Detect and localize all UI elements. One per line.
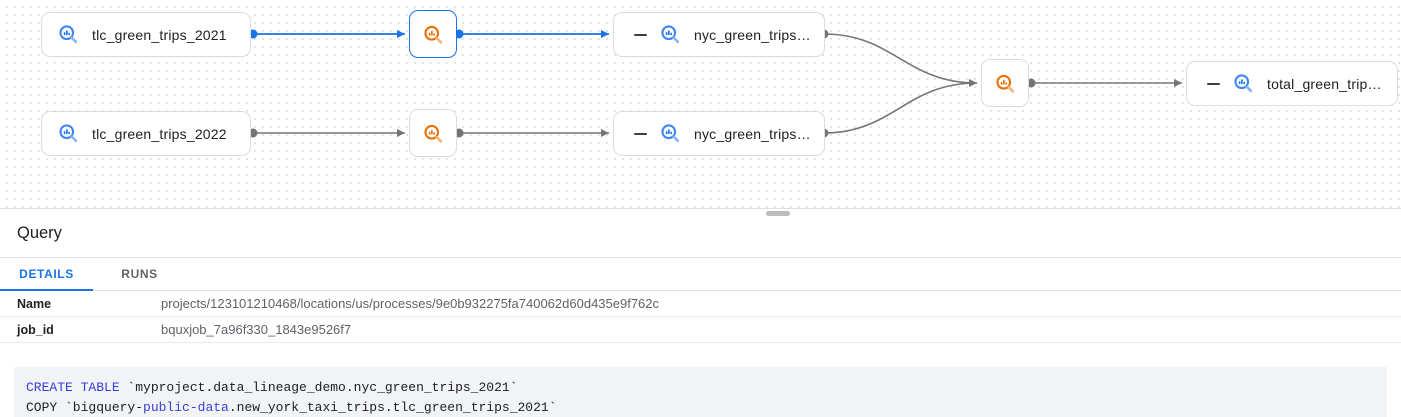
bigquery-table-icon xyxy=(660,123,681,144)
details-table: Name projects/123101210468/locations/us/… xyxy=(0,291,1401,343)
panel-header: Query xyxy=(0,209,1401,258)
node-query-process-selected[interactable] xyxy=(409,10,457,58)
node-tlc-green-trips-2021[interactable]: tlc_green_trips_2021 xyxy=(41,12,251,57)
node-nyc-green-trips-2022[interactable]: nyc_green_trips… xyxy=(613,111,825,156)
node-label: tlc_green_trips_2022 xyxy=(92,125,227,142)
tab-details[interactable]: DETAILS xyxy=(0,258,93,291)
details-panel: Query DETAILS RUNS Name projects/1231012… xyxy=(0,209,1401,417)
detail-value: projects/123101210468/locations/us/proce… xyxy=(161,296,660,311)
table-row-job-id: job_id bquxjob_7a96f330_1843e9526f7 xyxy=(0,317,1401,343)
bigquery-table-icon xyxy=(58,123,79,144)
collapse-minus-icon[interactable] xyxy=(633,27,647,43)
table-row-name: Name projects/123101210468/locations/us/… xyxy=(0,291,1401,317)
query-process-icon xyxy=(995,73,1016,94)
tab-runs[interactable]: RUNS xyxy=(121,267,158,281)
collapse-minus-icon[interactable] xyxy=(1206,76,1220,92)
node-tlc-green-trips-2022[interactable]: tlc_green_trips_2022 xyxy=(41,111,251,156)
bigquery-table-icon xyxy=(1233,73,1254,94)
bigquery-table-icon xyxy=(660,24,681,45)
panel-resize-handle[interactable] xyxy=(766,211,790,216)
node-label: total_green_trip… xyxy=(1267,75,1382,92)
detail-label: Name xyxy=(17,296,52,311)
node-query-process-2[interactable] xyxy=(409,109,457,157)
lineage-graph[interactable]: tlc_green_trips_2021 tlc_green_trips_202… xyxy=(0,0,1401,209)
panel-tabs: DETAILS RUNS xyxy=(0,258,1401,291)
bigquery-table-icon xyxy=(58,24,79,45)
sql-line-1: CREATE TABLE `myproject.data_lineage_dem… xyxy=(26,380,518,395)
detail-value: bquxjob_7a96f330_1843e9526f7 xyxy=(161,322,352,337)
node-label: nyc_green_trips… xyxy=(694,125,811,142)
node-total-green-trips[interactable]: total_green_trip… xyxy=(1186,61,1398,106)
node-nyc-green-trips-2021[interactable]: nyc_green_trips… xyxy=(613,12,825,57)
query-process-icon xyxy=(423,123,444,144)
collapse-minus-icon[interactable] xyxy=(633,126,647,142)
panel-title: Query xyxy=(17,223,62,242)
query-process-icon xyxy=(423,24,444,45)
detail-label: job_id xyxy=(17,322,54,337)
node-label: tlc_green_trips_2021 xyxy=(92,26,227,43)
node-label: nyc_green_trips… xyxy=(694,26,811,43)
sql-line-2: COPY `bigquery-public-data.new_york_taxi… xyxy=(26,400,557,415)
node-query-process-3[interactable] xyxy=(981,59,1029,107)
sql-code-block: CREATE TABLE `myproject.data_lineage_dem… xyxy=(14,367,1387,417)
